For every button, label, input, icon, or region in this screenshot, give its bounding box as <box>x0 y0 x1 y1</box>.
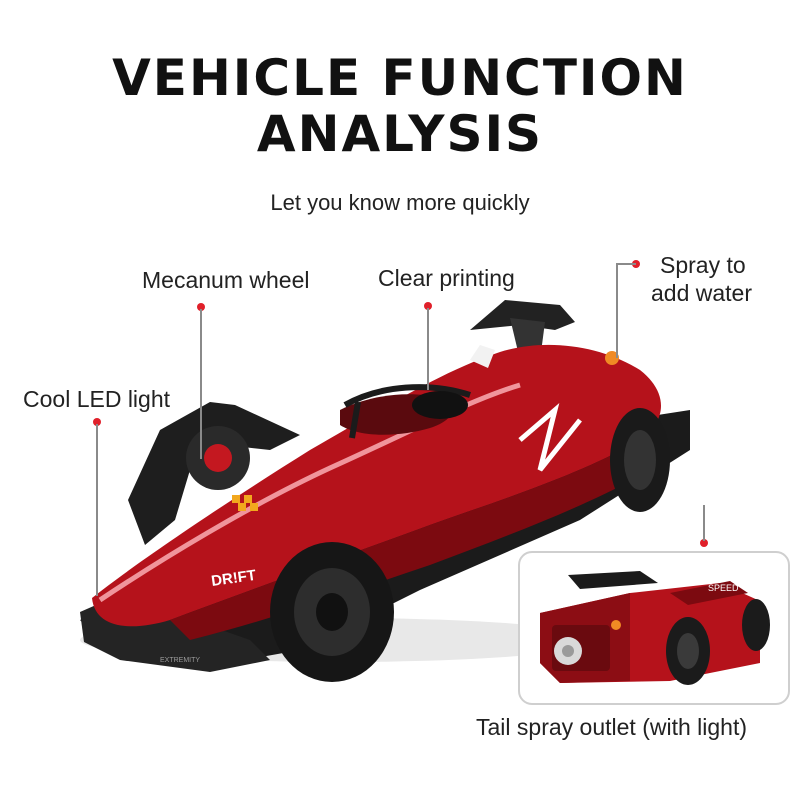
left-fender <box>128 402 300 545</box>
leader-mecanum-wheel <box>200 309 202 459</box>
car-body <box>92 344 661 627</box>
dot-clear-printing <box>424 302 432 310</box>
rear-wing <box>470 300 575 330</box>
label-mecanum-wheel: Mecanum wheel <box>142 267 310 293</box>
leader-spray-h <box>616 263 636 265</box>
body-accent <box>518 402 582 472</box>
dot-tail-outlet <box>700 539 708 547</box>
tail-inset-image: SPEED <box>518 551 790 705</box>
dot-mecanum-wheel <box>197 303 205 311</box>
leader-clear-printing <box>427 308 429 390</box>
page-title-line-2: ANALYSIS <box>256 105 544 163</box>
drift-decal: DR!FT <box>210 567 257 590</box>
page-title-line-1: VEHICLE FUNCTION <box>112 49 688 107</box>
label-clear-printing: Clear printing <box>378 265 515 291</box>
extremity-decal: EXTREMITY <box>160 657 200 664</box>
spray-cap <box>605 351 619 365</box>
leader-tail-outlet <box>703 505 705 541</box>
dot-spray <box>632 260 640 268</box>
halo-support <box>349 401 361 439</box>
label-spray-line-2: add water <box>651 280 753 306</box>
leader-spray-v <box>616 263 618 358</box>
tail-inset-illustration: SPEED <box>540 571 770 685</box>
dot-led-light <box>93 418 101 426</box>
label-tail-outlet: Tail spray outlet (with light) <box>476 714 747 740</box>
roll-hoop-tag <box>470 345 495 368</box>
leader-led-light <box>96 424 98 596</box>
label-led-light: Cool LED light <box>23 386 171 412</box>
driver-helmet <box>412 391 468 419</box>
speed-decal: SPEED <box>708 583 739 593</box>
label-spray-line-1: Spray to <box>660 252 746 278</box>
page-subtitle: Let you know more quickly <box>270 190 530 215</box>
halo-bar <box>343 384 471 408</box>
